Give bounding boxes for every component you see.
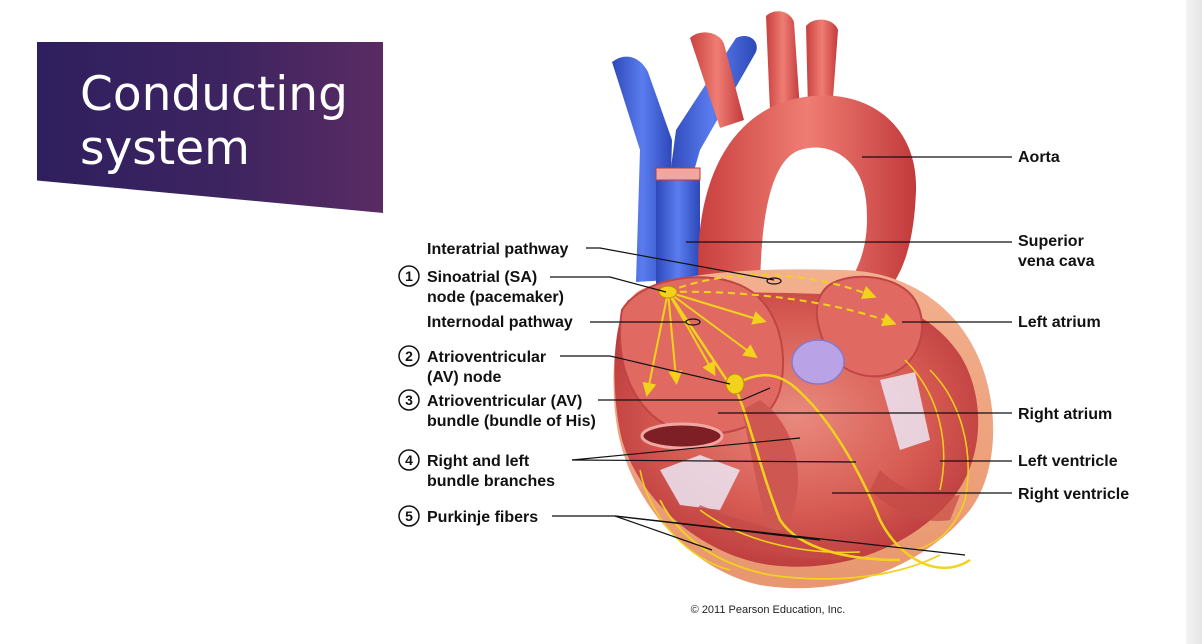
conduction-system bbox=[639, 274, 971, 580]
label-svc-line2: vena cava bbox=[1018, 253, 1095, 270]
label-av-node-line1: Atrioventricular bbox=[427, 349, 546, 366]
label-right-ventricle: Right ventricle bbox=[1018, 486, 1129, 503]
trabeculae-left bbox=[870, 470, 960, 521]
pulmonary-valve bbox=[791, 339, 845, 385]
leader-branch-right bbox=[571, 437, 801, 461]
leader-purkinje-1 bbox=[614, 515, 713, 551]
leader-branch-left bbox=[571, 459, 857, 463]
sa-node bbox=[658, 285, 678, 299]
step-circle-4 bbox=[398, 449, 420, 471]
left-bundle-branch bbox=[733, 373, 971, 570]
mitral-cords bbox=[880, 372, 930, 450]
sa-ray-1 bbox=[642, 291, 669, 397]
label-av-bundle-line2: bundle (bundle of His) bbox=[427, 413, 596, 430]
interventricular-septum bbox=[742, 400, 799, 540]
label-av-bundle-line1: Atrioventricular (AV) bbox=[427, 393, 582, 410]
step-number-5: 5 bbox=[405, 508, 413, 524]
sa-ray-2 bbox=[667, 291, 683, 385]
step-circle-2 bbox=[398, 345, 420, 367]
left-atrium bbox=[815, 275, 924, 378]
svc-cut-edge bbox=[655, 167, 701, 181]
left-leader-lines bbox=[550, 247, 966, 556]
label-left-ventricle: Left ventricle bbox=[1018, 453, 1118, 470]
left-brachiocephalic-vein bbox=[668, 35, 757, 190]
step-number-1: 1 bbox=[405, 268, 413, 284]
left-subclavian-artery bbox=[806, 19, 838, 112]
label-left-atrium: Left atrium bbox=[1018, 314, 1101, 331]
internodal-pathway bbox=[666, 291, 732, 386]
label-bundle-branches-line2: bundle branches bbox=[427, 473, 555, 490]
label-interatrial-pathway: Interatrial pathway bbox=[427, 241, 568, 258]
step-circle-5 bbox=[398, 505, 420, 527]
step-markers: 1 2 3 4 5 bbox=[398, 265, 420, 527]
sa-ray-4 bbox=[667, 291, 758, 359]
purkinje-fiber-5 bbox=[639, 469, 731, 571]
purkinje-fiber-2 bbox=[699, 509, 861, 554]
label-right-atrium: Right atrium bbox=[1018, 406, 1112, 423]
interatrial-marker bbox=[766, 277, 782, 285]
label-svc-line1: Superior bbox=[1018, 233, 1084, 250]
leader-purkinje-3 bbox=[614, 515, 966, 556]
aortic-arch bbox=[698, 95, 917, 300]
copyright-credit: © 2011 Pearson Education, Inc. bbox=[691, 604, 846, 616]
step-number-2: 2 bbox=[405, 348, 413, 364]
step-circle-3 bbox=[398, 389, 420, 411]
coronary-sinus bbox=[640, 422, 724, 450]
right-bundle-branch bbox=[732, 384, 901, 562]
left-carotid-artery bbox=[766, 11, 800, 113]
leader-av-node bbox=[560, 355, 731, 385]
label-sa-node-line2: node (pacemaker) bbox=[427, 289, 564, 306]
step-circle-1 bbox=[398, 265, 420, 287]
great-vessels bbox=[612, 11, 917, 300]
interatrial-pathway bbox=[667, 274, 877, 300]
leader-interatrial bbox=[586, 247, 775, 281]
slide-edge bbox=[1186, 0, 1202, 644]
label-bundle-branches-line1: Right and left bbox=[427, 453, 530, 470]
av-node bbox=[725, 373, 745, 395]
right-leader-lines bbox=[686, 156, 1012, 494]
brachiocephalic-artery bbox=[690, 32, 744, 128]
label-purkinje-fibers: Purkinje fibers bbox=[427, 509, 538, 526]
purkinje-fiber-3 bbox=[914, 369, 969, 551]
sa-ray-5 bbox=[667, 291, 767, 325]
label-internodal-pathway: Internodal pathway bbox=[427, 314, 573, 331]
label-av-node-line2: (AV) node bbox=[427, 369, 501, 386]
label-aorta: Aorta bbox=[1018, 149, 1060, 166]
right-atrium bbox=[618, 276, 784, 435]
right-labels: Aorta Superior vena cava Left atrium Rig… bbox=[1018, 149, 1129, 503]
tricuspid-cords bbox=[660, 455, 740, 510]
left-labels: Interatrial pathway Sinoatrial (SA) node… bbox=[427, 241, 596, 526]
superior-vena-cava bbox=[656, 170, 700, 300]
label-sa-node-line1: Sinoatrial (SA) bbox=[427, 269, 537, 286]
step-number-4: 4 bbox=[405, 452, 413, 468]
purkinje-fiber-4 bbox=[904, 359, 945, 491]
slide-title: Conducting system bbox=[80, 67, 348, 176]
step-number-3: 3 bbox=[405, 392, 413, 408]
leader-sa-node bbox=[550, 276, 667, 293]
purkinje-fiber-1 bbox=[659, 499, 941, 580]
heart-body bbox=[613, 269, 994, 589]
interatrial-pathway-2 bbox=[667, 290, 897, 327]
leader-av-bundle bbox=[598, 387, 771, 401]
title-banner bbox=[37, 42, 383, 213]
